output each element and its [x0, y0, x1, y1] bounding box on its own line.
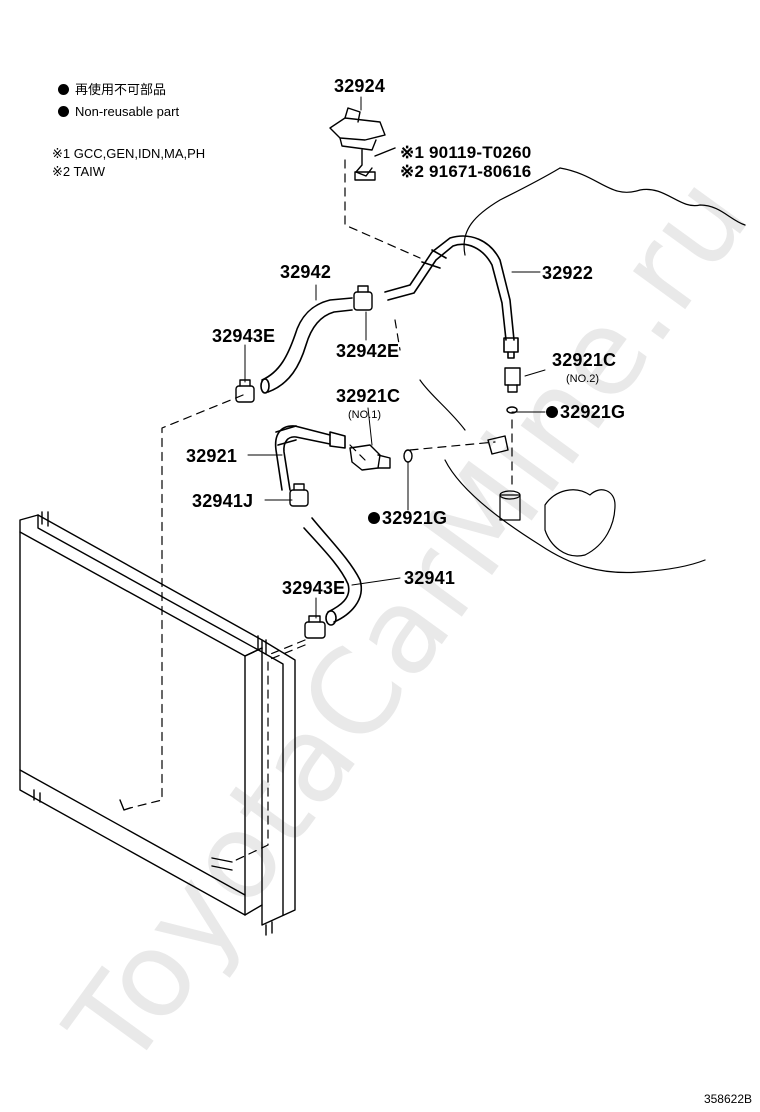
filled-circle-icon — [368, 512, 380, 524]
label-32941[interactable]: 32941 — [404, 568, 456, 588]
bracket-32924 — [329, 107, 386, 177]
label-32924[interactable]: 32924 — [334, 76, 386, 96]
engine-outline — [419, 167, 746, 574]
label-32921G-mid[interactable]: 32921G — [368, 508, 447, 528]
label-32921C-no1[interactable]: 32921C — [336, 386, 401, 406]
filled-circle-icon — [58, 106, 69, 117]
clamp-32942E — [353, 285, 373, 311]
note-2: ※2 TAIW — [52, 164, 106, 179]
guide-lines — [129, 159, 513, 863]
diagram-reference: 358622B — [703, 1092, 752, 1106]
label-32941J[interactable]: 32941J — [192, 491, 254, 511]
legend-jp: 再使用不可部品 — [58, 82, 166, 98]
filled-circle-icon — [546, 406, 558, 418]
union-32921C-no2 — [504, 367, 521, 393]
clamp-32941J — [289, 483, 309, 507]
legend-en: Non-reusable part — [58, 104, 179, 120]
sub-no1: (NO.1) — [348, 409, 381, 421]
label-32922[interactable]: 32922 — [542, 263, 594, 283]
label-bolt2[interactable]: ※2 91671-80616 — [400, 162, 532, 181]
label-bolt1[interactable]: ※1 90119-T0260 — [400, 143, 532, 162]
radiator — [19, 511, 296, 936]
hose-32942 — [260, 297, 353, 394]
pipe-32921 — [274, 425, 346, 491]
label-32921C-no2[interactable]: 32921C — [552, 350, 617, 370]
leader-lines — [244, 96, 546, 619]
label-32942[interactable]: 32942 — [280, 262, 332, 282]
label-32921G-right[interactable]: 32921G — [546, 402, 625, 422]
engine-fitting — [487, 435, 509, 455]
label-32942E[interactable]: 32942E — [336, 341, 400, 361]
o-ring-32921G-right — [506, 406, 518, 414]
clamp-32943E-top — [235, 379, 255, 403]
label-32921[interactable]: 32921 — [186, 446, 238, 466]
note-1: ※1 GCC,GEN,IDN,MA,PH — [52, 146, 206, 161]
o-ring-32921G-mid — [403, 449, 413, 463]
bolt — [354, 147, 396, 181]
label-32943E-top[interactable]: 32943E — [212, 326, 276, 346]
filled-circle-icon — [58, 84, 69, 95]
hose-32941 — [303, 517, 363, 626]
clamp-32943E-bottom — [304, 615, 326, 639]
pipe-32922 — [384, 235, 519, 359]
union-32921C-no1 — [349, 444, 391, 471]
label-32943E-bottom[interactable]: 32943E — [282, 578, 346, 598]
sub-no2: (NO.2) — [566, 373, 599, 385]
